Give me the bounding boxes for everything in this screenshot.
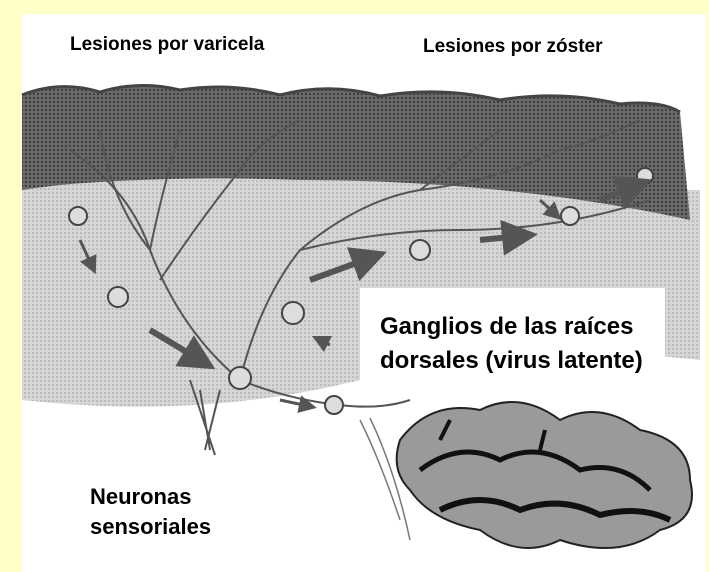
zoster-lesions-label: Lesiones por zóster xyxy=(423,36,603,58)
dorsal-root-ganglia-label: Ganglios de las raíces dorsales (virus l… xyxy=(380,310,670,378)
varicella-lesions-label: Lesiones por varicela xyxy=(70,34,264,56)
sensory-neurons-label: Neuronas sensoriales xyxy=(90,482,290,542)
